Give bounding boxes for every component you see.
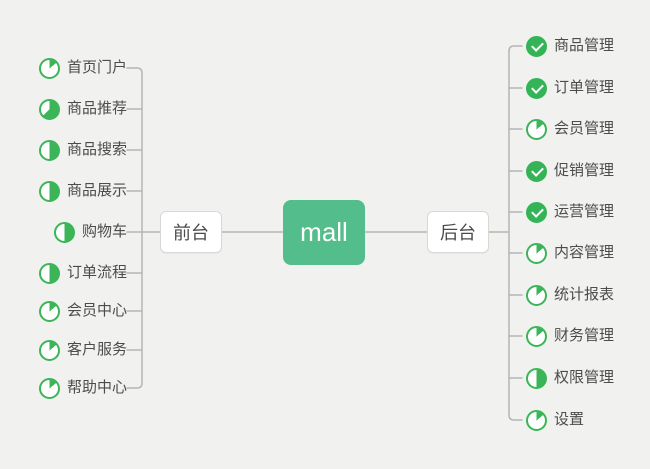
topic-item[interactable]: 权限管理 xyxy=(526,367,614,389)
root-topic-mall[interactable]: mall xyxy=(283,200,365,265)
progress-pie-icon xyxy=(526,242,547,264)
topic-item[interactable]: 首页门户 xyxy=(38,57,127,79)
topic-label: 首页门户 xyxy=(66,59,127,76)
progress-pie-icon xyxy=(38,180,60,202)
topic-item[interactable]: 商品展示 xyxy=(38,180,127,202)
topic-label: 运营管理 xyxy=(554,203,615,220)
progress-pie-icon xyxy=(38,139,60,161)
progress-pie-icon xyxy=(38,57,60,79)
topic-item[interactable]: 设置 xyxy=(526,409,584,431)
topic-item[interactable]: 客户服务 xyxy=(38,339,127,361)
topic-label: 帮助中心 xyxy=(66,379,127,396)
progress-pie-icon xyxy=(526,409,547,431)
topic-item[interactable]: 会员中心 xyxy=(38,300,127,322)
topic-label: 设置 xyxy=(554,411,585,428)
progress-pie-icon xyxy=(526,35,547,57)
topic-label: 购物车 xyxy=(81,223,127,240)
topic-label: 商品展示 xyxy=(66,182,127,199)
progress-pie-icon xyxy=(526,201,547,223)
topic-item[interactable]: 帮助中心 xyxy=(38,377,127,399)
progress-pie-icon xyxy=(38,300,60,322)
progress-pie-icon xyxy=(526,160,547,182)
topic-item[interactable]: 会员管理 xyxy=(526,118,614,140)
topic-label: 商品推荐 xyxy=(66,100,127,117)
topic-item[interactable]: 购物车 xyxy=(53,221,127,243)
topic-label: 促销管理 xyxy=(554,162,615,179)
progress-pie-icon xyxy=(38,262,60,284)
topic-item[interactable]: 财务管理 xyxy=(526,325,614,347)
topic-item[interactable]: 订单流程 xyxy=(38,262,127,284)
topic-item[interactable]: 内容管理 xyxy=(526,242,614,264)
progress-pie-icon xyxy=(526,367,547,389)
topic-label: 客户服务 xyxy=(66,341,127,358)
progress-pie-icon xyxy=(38,339,60,361)
topic-label: 商品搜索 xyxy=(66,141,127,158)
topic-item[interactable]: 订单管理 xyxy=(526,77,614,99)
progress-pie-icon xyxy=(526,325,547,347)
topic-label: 订单管理 xyxy=(554,79,615,96)
topic-item[interactable]: 商品推荐 xyxy=(38,98,127,120)
topic-item[interactable]: 运营管理 xyxy=(526,201,614,223)
progress-pie-icon xyxy=(526,77,547,99)
branch-topic-front[interactable]: 前台 xyxy=(160,211,222,253)
progress-pie-icon xyxy=(526,118,547,140)
topic-label: 订单流程 xyxy=(66,264,127,281)
topic-label: 内容管理 xyxy=(554,244,615,261)
topic-label: 权限管理 xyxy=(554,369,615,386)
topic-item[interactable]: 统计报表 xyxy=(526,284,614,306)
progress-pie-icon xyxy=(38,98,60,120)
topic-item[interactable]: 商品搜索 xyxy=(38,139,127,161)
progress-pie-icon xyxy=(526,284,547,306)
topic-label: 会员管理 xyxy=(554,120,615,137)
topic-label: 统计报表 xyxy=(554,286,615,303)
topic-label: 商品管理 xyxy=(554,37,615,54)
topic-item[interactable]: 商品管理 xyxy=(526,35,614,57)
topic-label: 财务管理 xyxy=(554,327,615,344)
progress-pie-icon xyxy=(38,377,60,399)
topic-label: 会员中心 xyxy=(66,302,127,319)
progress-pie-icon xyxy=(53,221,75,243)
topic-item[interactable]: 促销管理 xyxy=(526,160,614,182)
branch-topic-back[interactable]: 后台 xyxy=(427,211,489,253)
